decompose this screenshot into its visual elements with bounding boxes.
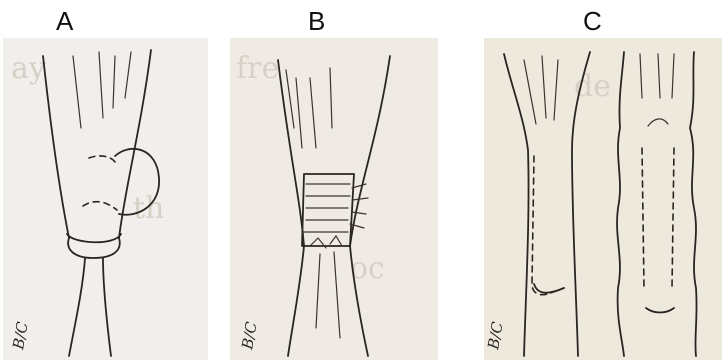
panel-b-illustration: fre oc B/C	[230, 38, 438, 360]
tendon-repair-drawing-a: ay th B/C	[3, 38, 208, 360]
bleed-through-text: de	[574, 69, 611, 104]
panel-label-a: A	[56, 6, 73, 37]
panel-label-b: B	[308, 6, 325, 37]
panel-label-c: C	[583, 6, 602, 37]
tendon-repair-drawing-c: de B/C	[484, 38, 722, 360]
panel-c-illustration: de B/C	[484, 38, 722, 360]
bleed-through-text: oc	[350, 251, 385, 286]
bleed-through-text: fre	[236, 51, 279, 86]
panel-a-illustration: ay th B/C	[3, 38, 208, 360]
tendon-repair-drawing-b: fre oc B/C	[230, 38, 438, 360]
paper-background	[230, 38, 438, 360]
bleed-through-text: ay	[11, 51, 46, 86]
bleed-through-text: th	[133, 191, 164, 226]
